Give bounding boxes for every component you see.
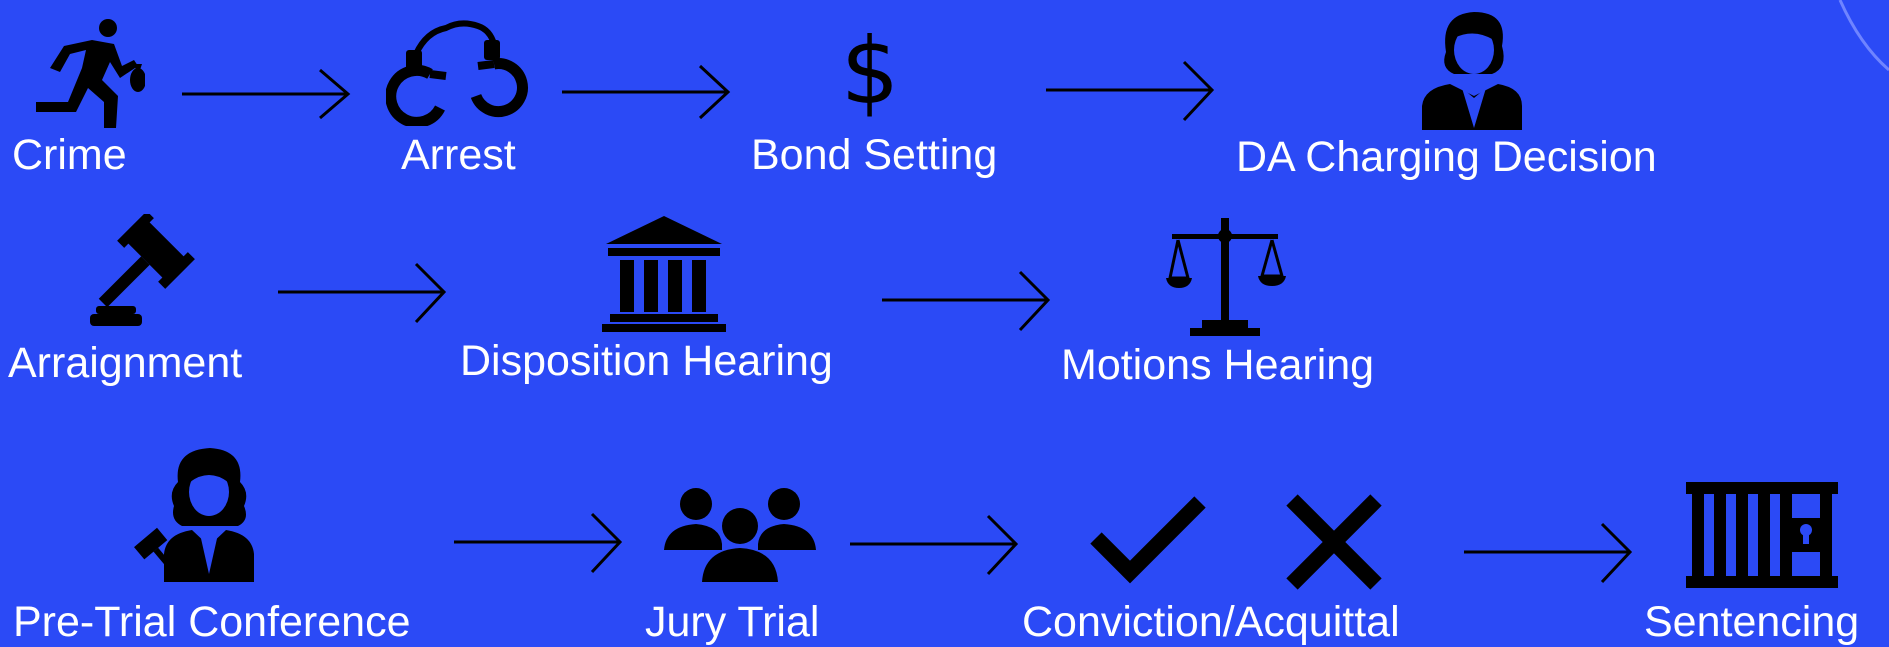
arrow-3 [1046,60,1215,122]
gavel-icon [90,214,195,326]
check-and-cross-icon [1090,494,1382,590]
group-people-icon [664,488,816,582]
step-label-arrest: Arrest [401,131,516,179]
step-label-sentencing: Sentencing [1644,598,1860,646]
jail-cell-icon [1686,482,1838,588]
arrow-2 [562,64,731,120]
step-label-bond-setting: Bond Setting [751,131,998,179]
judge-icon [134,448,254,582]
arrow-6 [454,512,623,574]
step-label-conviction-acquittal: Conviction/Acquittal [1022,598,1400,646]
dollar-sign-icon: $ [840,18,900,125]
handcuffs-icon [386,20,528,126]
step-label-crime: Crime [12,131,127,179]
step-label-jury-trial: Jury Trial [645,598,820,646]
woman-prosecutor-icon [1422,12,1522,130]
arrow-1 [182,68,351,120]
corner-decoration [1838,0,1889,72]
running-thief-icon [36,19,145,128]
step-label-motions-hearing: Motions Hearing [1061,341,1375,389]
arrow-5 [882,270,1051,332]
courthouse-icon [602,216,726,332]
step-label-arraignment: Arraignment [8,339,243,387]
step-label-disposition-hearing: Disposition Hearing [460,337,833,385]
step-label-pre-trial-conference: Pre-Trial Conference [13,598,411,646]
arrow-8 [1464,522,1633,584]
arrow-4 [278,262,447,324]
step-label-da-charging-decision: DA Charging Decision [1236,133,1657,181]
arrow-7 [850,514,1019,576]
scales-of-justice-icon [1166,218,1286,336]
